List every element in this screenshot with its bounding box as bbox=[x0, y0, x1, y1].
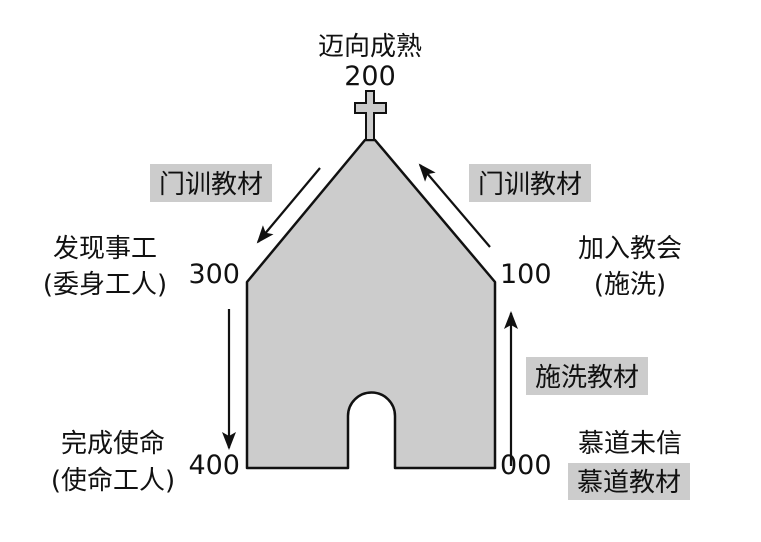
stage-title-church: 加入教会 bbox=[578, 234, 682, 264]
stage-code-300: 300 bbox=[188, 259, 240, 290]
stage-code-400: 400 bbox=[188, 450, 240, 481]
stage-code-000: 000 bbox=[500, 450, 552, 481]
church-building bbox=[245, 138, 497, 470]
stage-code-200: 200 bbox=[344, 61, 396, 92]
stage-code-100: 100 bbox=[500, 259, 552, 290]
arrow-roof-left bbox=[256, 167, 321, 244]
stage-title-ministry: 发现事工 bbox=[53, 234, 157, 264]
stage-title-maturity: 迈向成熟 bbox=[318, 32, 422, 62]
material-seeker: 慕道教材 bbox=[577, 468, 681, 498]
label-bg bbox=[469, 164, 591, 202]
stage-title-seeker: 慕道未信 bbox=[578, 429, 682, 459]
material-left-roof: 门训教材 bbox=[159, 170, 263, 200]
stage-subtitle-mission: (使命工人) bbox=[51, 466, 175, 496]
label-bg bbox=[150, 164, 272, 202]
material-right-wall: 施洗教材 bbox=[535, 363, 639, 393]
stage-title-mission: 完成使命 bbox=[61, 429, 165, 459]
cross-icon bbox=[354, 90, 387, 141]
label-bg bbox=[526, 357, 648, 395]
stage-subtitle-church: (施洗) bbox=[594, 270, 666, 300]
label-bg bbox=[568, 463, 690, 500]
material-right-roof: 门训教材 bbox=[478, 170, 582, 200]
stage-subtitle-ministry: (委身工人) bbox=[43, 270, 167, 300]
arrow-roof-right bbox=[418, 163, 491, 248]
